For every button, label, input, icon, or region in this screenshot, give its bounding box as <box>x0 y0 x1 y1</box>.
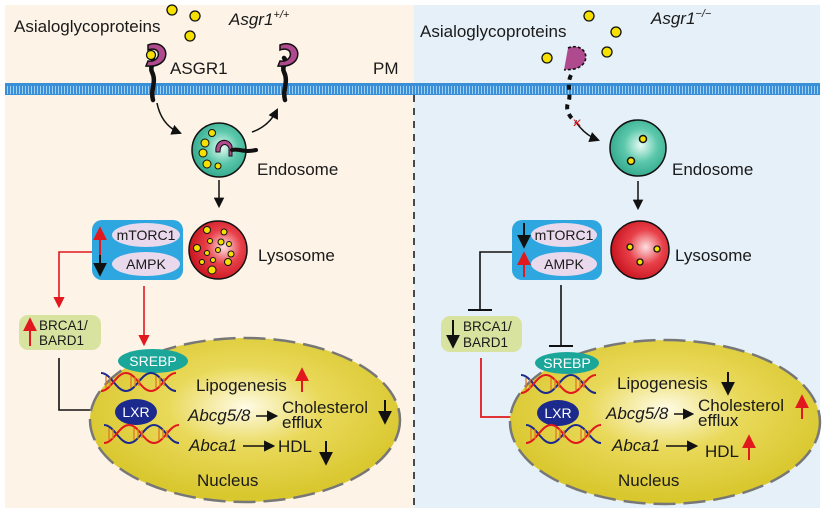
endosome-label: Endosome <box>672 160 753 179</box>
ampk-inhibits-brca <box>479 251 512 310</box>
ampk-label: AMPK <box>126 256 166 272</box>
lysosome <box>188 220 248 280</box>
ligand-dot <box>189 10 201 22</box>
lipogenesis-label: Lipogenesis <box>196 376 287 395</box>
ligand-dot <box>541 52 553 64</box>
genotype-label: Asgr1+/+ <box>228 9 290 29</box>
srebp-factor <box>535 352 599 374</box>
membrane-label: PM <box>373 59 399 78</box>
endosome <box>609 119 667 177</box>
endocytosis-arrow <box>156 102 182 135</box>
mtorc1-ampk-box: mTORC1 AMPK <box>512 220 602 280</box>
mtorc1-to-brca-arrow <box>53 251 92 309</box>
ligand-dot <box>184 30 196 42</box>
dna-helix-icon <box>100 371 177 393</box>
dna-helix-icon <box>103 423 180 445</box>
ligand-dot <box>583 10 595 22</box>
lxr-factor <box>115 399 157 425</box>
brca-label-line1: BRCA1/ <box>463 319 512 334</box>
cholesterol-label: Cholesterol <box>698 396 784 415</box>
ligand-label: Asialoglycoproteins <box>14 17 160 36</box>
genotype-label: Asgr1−/− <box>650 8 712 28</box>
abca1-label: Abca1 <box>188 436 237 455</box>
brca1-bard1-box: BRCA1/ BARD1 <box>441 316 522 352</box>
ligand-dot <box>601 46 613 58</box>
brca-label-line2: BARD1 <box>39 333 84 348</box>
brca1-bard1-box: BRCA1/ BARD1 <box>19 315 101 350</box>
abca1-label: Abca1 <box>611 436 660 455</box>
cholesterol-label: Cholesterol <box>282 398 368 417</box>
mtorc1-ampk-box: mTORC1 AMPK <box>92 220 183 280</box>
lxr-label: LXR <box>122 404 149 420</box>
endosome-label: Endosome <box>257 160 338 179</box>
left-panel: Asialoglycoproteins Asgr1+/+ ASGR1 PM <box>14 4 402 504</box>
receptor-label: ASGR1 <box>170 59 228 78</box>
ampk-label: AMPK <box>544 256 584 272</box>
srebp-label: SREBP <box>543 355 590 371</box>
hdl-label: HDL <box>278 437 312 456</box>
srebp-factor <box>118 349 188 373</box>
blocked-marker-icon: × <box>572 115 581 132</box>
dna-helix-icon <box>525 423 602 445</box>
lxr-factor <box>537 400 579 426</box>
hdl-label: HDL <box>705 442 739 461</box>
blocked-endocytosis-arrow <box>575 121 600 142</box>
asgr1-receptor-recycled <box>276 43 299 103</box>
asgr1-receptor-absent <box>563 45 587 124</box>
efflux-label: efflux <box>698 411 739 430</box>
brca-label-line2: BARD1 <box>463 335 508 350</box>
srebp-label: SREBP <box>129 353 176 369</box>
abcg-label: Abcg5/8 <box>187 406 251 425</box>
plasma-membrane <box>5 83 820 95</box>
nucleus-label: Nucleus <box>197 471 258 490</box>
efflux-label: efflux <box>282 413 323 432</box>
right-panel: Asialoglycoproteins Asgr1−/− × Endosome … <box>420 8 822 506</box>
ligand-dot <box>166 4 178 16</box>
lipogenesis-label: Lipogenesis <box>617 374 708 393</box>
endosome <box>191 122 258 178</box>
mtorc1-label: mTORC1 <box>535 227 594 243</box>
lysosome-label: Lysosome <box>258 246 335 265</box>
lysosome-label: Lysosome <box>675 246 752 265</box>
recycling-arrow <box>251 108 278 133</box>
brca-label-line1: BRCA1/ <box>39 318 88 333</box>
abcg-label: Abcg5/8 <box>605 404 669 423</box>
lxr-label: LXR <box>544 405 571 421</box>
nucleus-label: Nucleus <box>618 471 679 490</box>
ligand-label: Asialoglycoproteins <box>420 22 566 41</box>
ligand-dot <box>610 26 622 38</box>
mtorc1-label: mTORC1 <box>117 227 176 243</box>
dna-helix-icon <box>520 373 597 395</box>
asgr1-receptor-bound <box>144 43 167 103</box>
lysosome <box>610 220 670 280</box>
